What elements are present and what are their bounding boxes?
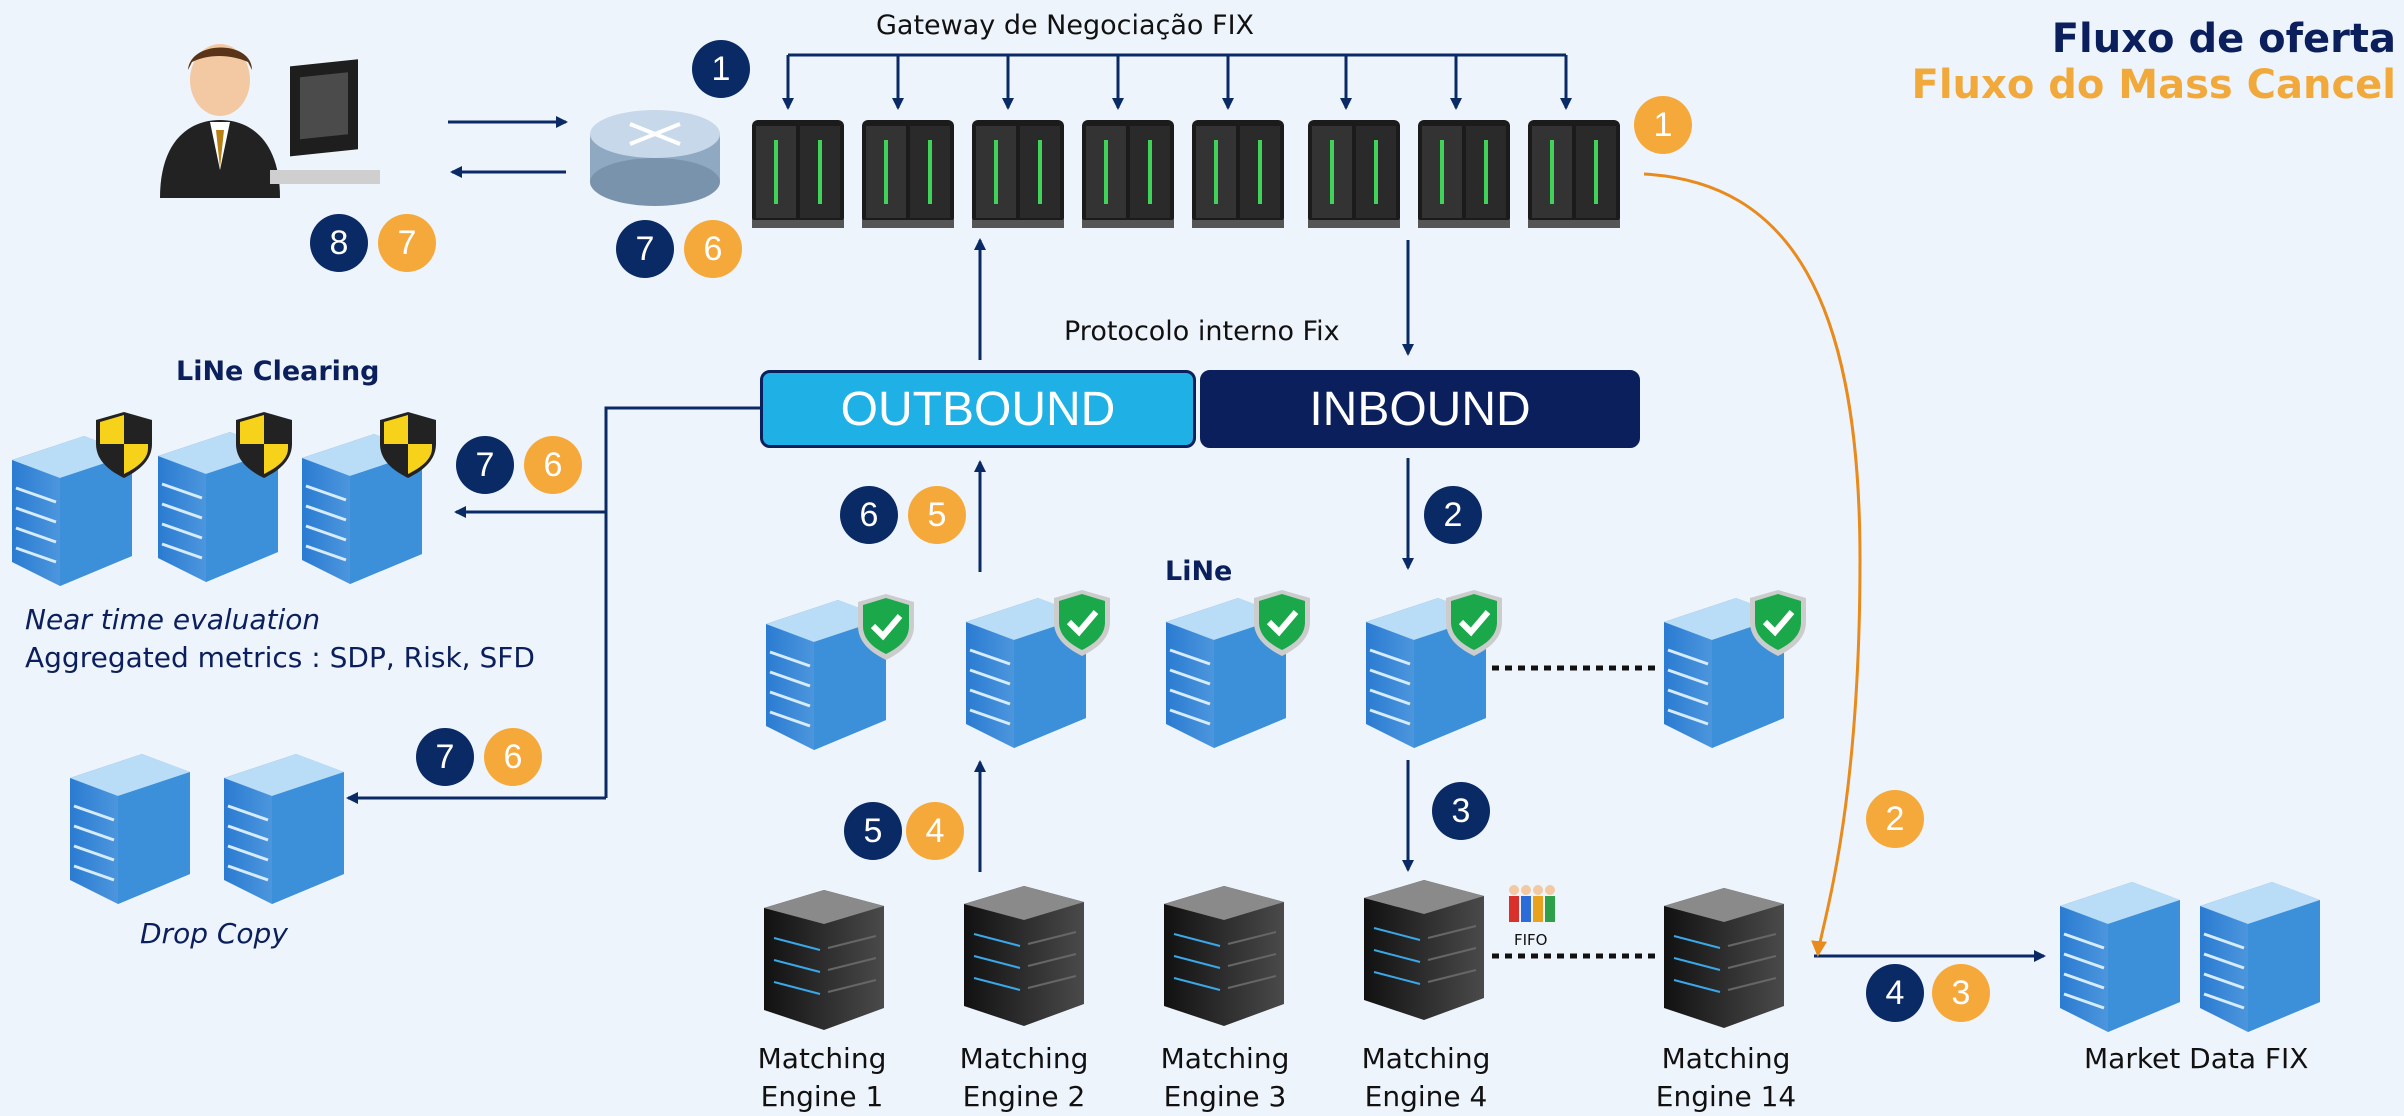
user-computer-icon <box>160 44 380 198</box>
step-badge-cancel: 5 <box>908 486 966 544</box>
market-data-servers <box>2058 880 2322 1034</box>
step-badge-cancel: 6 <box>684 220 742 278</box>
step-badge-offer: 7 <box>416 728 474 786</box>
clearing-caption-metrics: Aggregated metrics : SDP, Risk, SFD <box>25 641 535 674</box>
step-badge-offer: 7 <box>616 220 674 278</box>
user-router-arrows <box>448 116 568 178</box>
step-badge-cancel: 6 <box>524 436 582 494</box>
step-badge-offer: 2 <box>1424 486 1482 544</box>
step-badge-cancel: 7 <box>378 214 436 272</box>
matching-engine-servers <box>763 879 1785 1031</box>
drop-copy-title: Drop Copy <box>140 917 288 950</box>
clearing-title: LiNe Clearing <box>176 356 380 387</box>
step-badge-cancel: 2 <box>1866 790 1924 848</box>
outbound-bar: OUTBOUND <box>760 370 1196 448</box>
outbound-distribution <box>346 406 760 804</box>
step-badge-cancel: 6 <box>484 728 542 786</box>
clearing-servers <box>10 412 436 588</box>
gateway-title: Gateway de Negociação FIX <box>876 10 1255 41</box>
step-badge-offer: 8 <box>310 214 368 272</box>
line-arrows <box>974 458 2046 962</box>
gateway-servers <box>752 120 1620 228</box>
dotted-links <box>1492 665 1660 959</box>
step-badge-offer: 7 <box>456 436 514 494</box>
market-data-title: Market Data FIX <box>2084 1042 2309 1075</box>
router-icon <box>590 110 720 206</box>
mass-cancel-arrow <box>1643 172 1862 957</box>
step-badge-cancel: 3 <box>1932 964 1990 1022</box>
legend-offer-flow: Fluxo de oferta <box>2051 16 2396 62</box>
gateway-bar-arrows <box>974 238 1414 360</box>
step-badge-offer: 6 <box>840 486 898 544</box>
step-badge-offer: 5 <box>844 802 902 860</box>
step-badge-offer: 1 <box>692 40 750 98</box>
clearing-caption-evaluation: Near time evaluation <box>25 603 321 636</box>
step-badge-offer: 4 <box>1866 964 1924 1022</box>
fifo-label: FIFO <box>1514 931 1548 949</box>
legend-mass-cancel-flow: Fluxo do Mass Cancel <box>1911 62 2396 108</box>
inbound-bar: INBOUND <box>1200 370 1640 448</box>
protocol-title: Protocolo interno Fix <box>1064 316 1340 347</box>
drop-copy-servers <box>68 752 346 906</box>
step-badge-cancel: 1 <box>1634 96 1692 154</box>
line-title: LiNe <box>1165 556 1233 587</box>
gateway-bus <box>782 53 1572 110</box>
step-badge-offer: 3 <box>1432 782 1490 840</box>
queue-people-icon <box>1509 885 1555 922</box>
step-badge-cancel: 4 <box>906 802 964 860</box>
